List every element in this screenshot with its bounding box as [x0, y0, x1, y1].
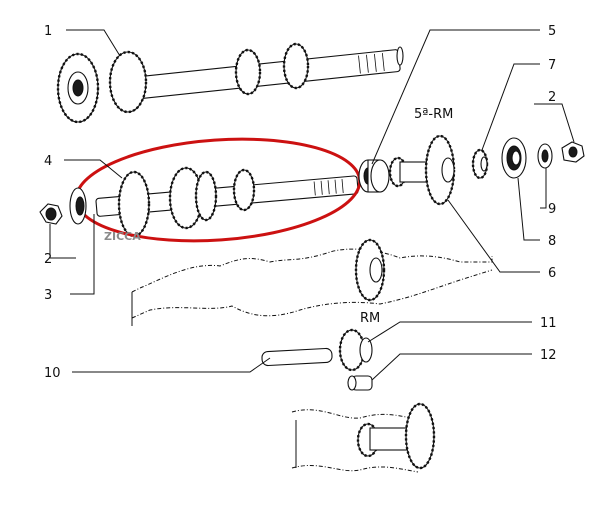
part-11-reverse-gear	[338, 328, 373, 372]
part-2-right-nut	[561, 141, 585, 163]
callout-8: 8	[548, 234, 556, 249]
callout-12: 12	[540, 348, 557, 363]
part-10-pin	[261, 347, 333, 367]
part-7-needle-bearing	[471, 148, 489, 180]
gearbox-casing-section-lower	[291, 402, 436, 473]
callout-6: 6	[548, 266, 556, 281]
part-2-left-nut	[39, 203, 63, 225]
label-fifth-rm: 5ª-RM	[414, 107, 453, 122]
callout-11: 11	[540, 316, 557, 331]
callout-3: 3	[44, 288, 52, 303]
part-12-bushing	[347, 375, 373, 391]
part-6-fifth-gear	[388, 134, 456, 206]
part-3-washer	[69, 187, 87, 225]
callout-4: 4	[44, 154, 52, 169]
callout-2-right: 2	[548, 90, 556, 105]
part-4-main-shaft	[95, 166, 359, 238]
watermark: ZICCA	[104, 230, 141, 243]
part-9-washer	[537, 143, 553, 169]
callout-9: 9	[548, 202, 556, 217]
callout-1: 1	[44, 24, 52, 39]
callout-7: 7	[548, 58, 556, 73]
part-8-ball-bearing	[501, 137, 527, 179]
callout-2-left: 2	[44, 252, 52, 267]
part-1-input-shaft	[56, 42, 404, 124]
part-5-bearing	[358, 159, 390, 193]
callout-10: 10	[44, 366, 61, 381]
callout-5: 5	[548, 24, 556, 39]
label-rm: RM	[360, 311, 380, 326]
gearbox-casing-section-upper	[131, 238, 493, 326]
leader-lines	[49, 29, 575, 381]
